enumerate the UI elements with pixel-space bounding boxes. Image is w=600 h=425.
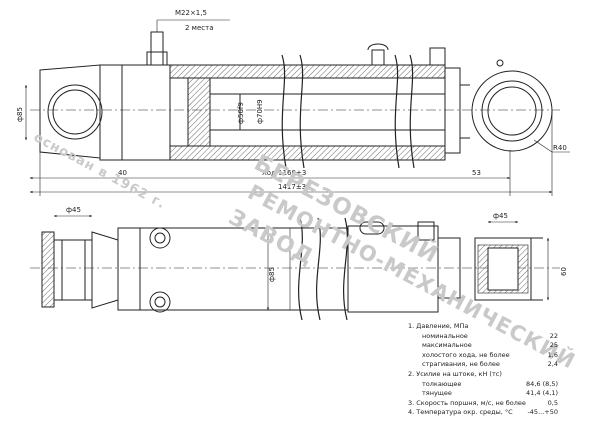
spec-label: 4. Температура окр. среды, °С	[408, 408, 513, 417]
spec-label: тянущее	[422, 389, 452, 398]
spec-value: -45...+50	[527, 408, 558, 417]
bore-dimension-bottom: ф85	[268, 267, 276, 282]
stroke-dimension: Ход 1160±3	[262, 169, 306, 177]
right-offset: 53	[472, 169, 481, 177]
bottom-view-dimensions	[53, 214, 550, 311]
spec-label: 3. Скорость поршня, м/с, не более	[408, 398, 526, 407]
rod-diameter: ф50f9	[237, 102, 245, 124]
spec-value: 41,4 (4,1)	[526, 389, 558, 398]
pin-diameter-right: ф45	[493, 212, 508, 220]
overall-length: 1417±3	[278, 183, 306, 191]
top-view	[30, 31, 560, 169]
spec-value: 84,6 (8,5)	[526, 379, 558, 388]
spec-label: максимальное	[422, 341, 472, 350]
thread-note: 2 места	[185, 24, 213, 32]
thread-dimension: М22×1,5	[175, 9, 207, 17]
pin-diameter-left: ф45	[66, 206, 81, 214]
spec-label: 2. Усилие на штоке, кН (тс)	[408, 370, 502, 378]
spec-value: 0,5	[547, 398, 558, 407]
spec-label: страгивания, не более	[422, 360, 500, 369]
spec-value: 25	[549, 341, 558, 350]
bore-dimension-left: ф85	[16, 107, 24, 122]
spec-value: 2,4	[547, 360, 558, 369]
top-view-dimensions	[24, 19, 570, 196]
bottom-view	[30, 217, 560, 321]
spec-value: 1,6	[547, 350, 558, 359]
spec-label: номинальное	[422, 331, 468, 340]
spec-label: 1. Давление, МПа	[408, 322, 469, 330]
eye-radius: R40	[553, 144, 567, 152]
spec-label: холостого хода, не более	[422, 350, 510, 359]
spec-value: 22	[549, 331, 558, 340]
left-offset: 40	[118, 169, 127, 177]
spec-label: толкающее	[422, 379, 462, 388]
piston-diameter: ф70H9	[256, 99, 264, 124]
eye-width: 60	[560, 267, 568, 276]
